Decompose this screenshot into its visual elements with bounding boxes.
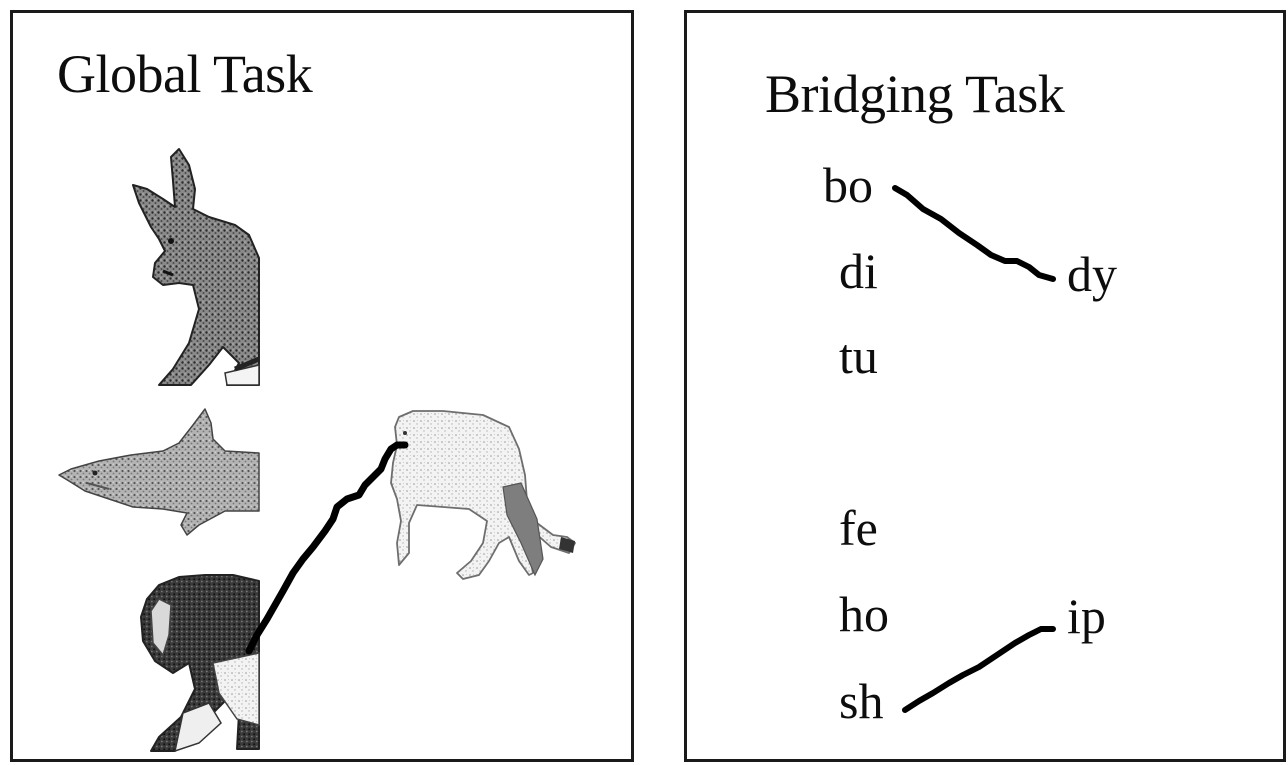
- shark-picture: [58, 408, 260, 536]
- global-task-panel: Global Task: [10, 10, 634, 762]
- match-line-lion-lioness: [245, 441, 409, 655]
- donkey-picture: [132, 148, 260, 386]
- lioness-picture: [390, 410, 576, 580]
- syllable-ip: ip: [1067, 588, 1106, 644]
- bridging-task-panel: Bridging Task bo di tu fe ho sh dy ip: [684, 10, 1286, 762]
- match-line-bo-dy: [892, 185, 1056, 282]
- syllable-dy: dy: [1067, 246, 1117, 302]
- match-line-sh-ip: [902, 626, 1056, 713]
- bridging-task-lines: [892, 185, 1056, 713]
- syllable-tu: tu: [839, 328, 878, 384]
- syllable-di: di: [839, 243, 878, 299]
- syllable-fe: fe: [839, 500, 878, 556]
- lion-picture: [140, 574, 260, 753]
- syllable-bo: bo: [823, 157, 873, 213]
- global-task-figure: [58, 148, 576, 753]
- global-task-title: Global Task: [57, 44, 313, 104]
- syllable-ho: ho: [839, 586, 889, 642]
- syllable-sh: sh: [839, 673, 884, 729]
- bridging-task-title: Bridging Task: [765, 64, 1065, 124]
